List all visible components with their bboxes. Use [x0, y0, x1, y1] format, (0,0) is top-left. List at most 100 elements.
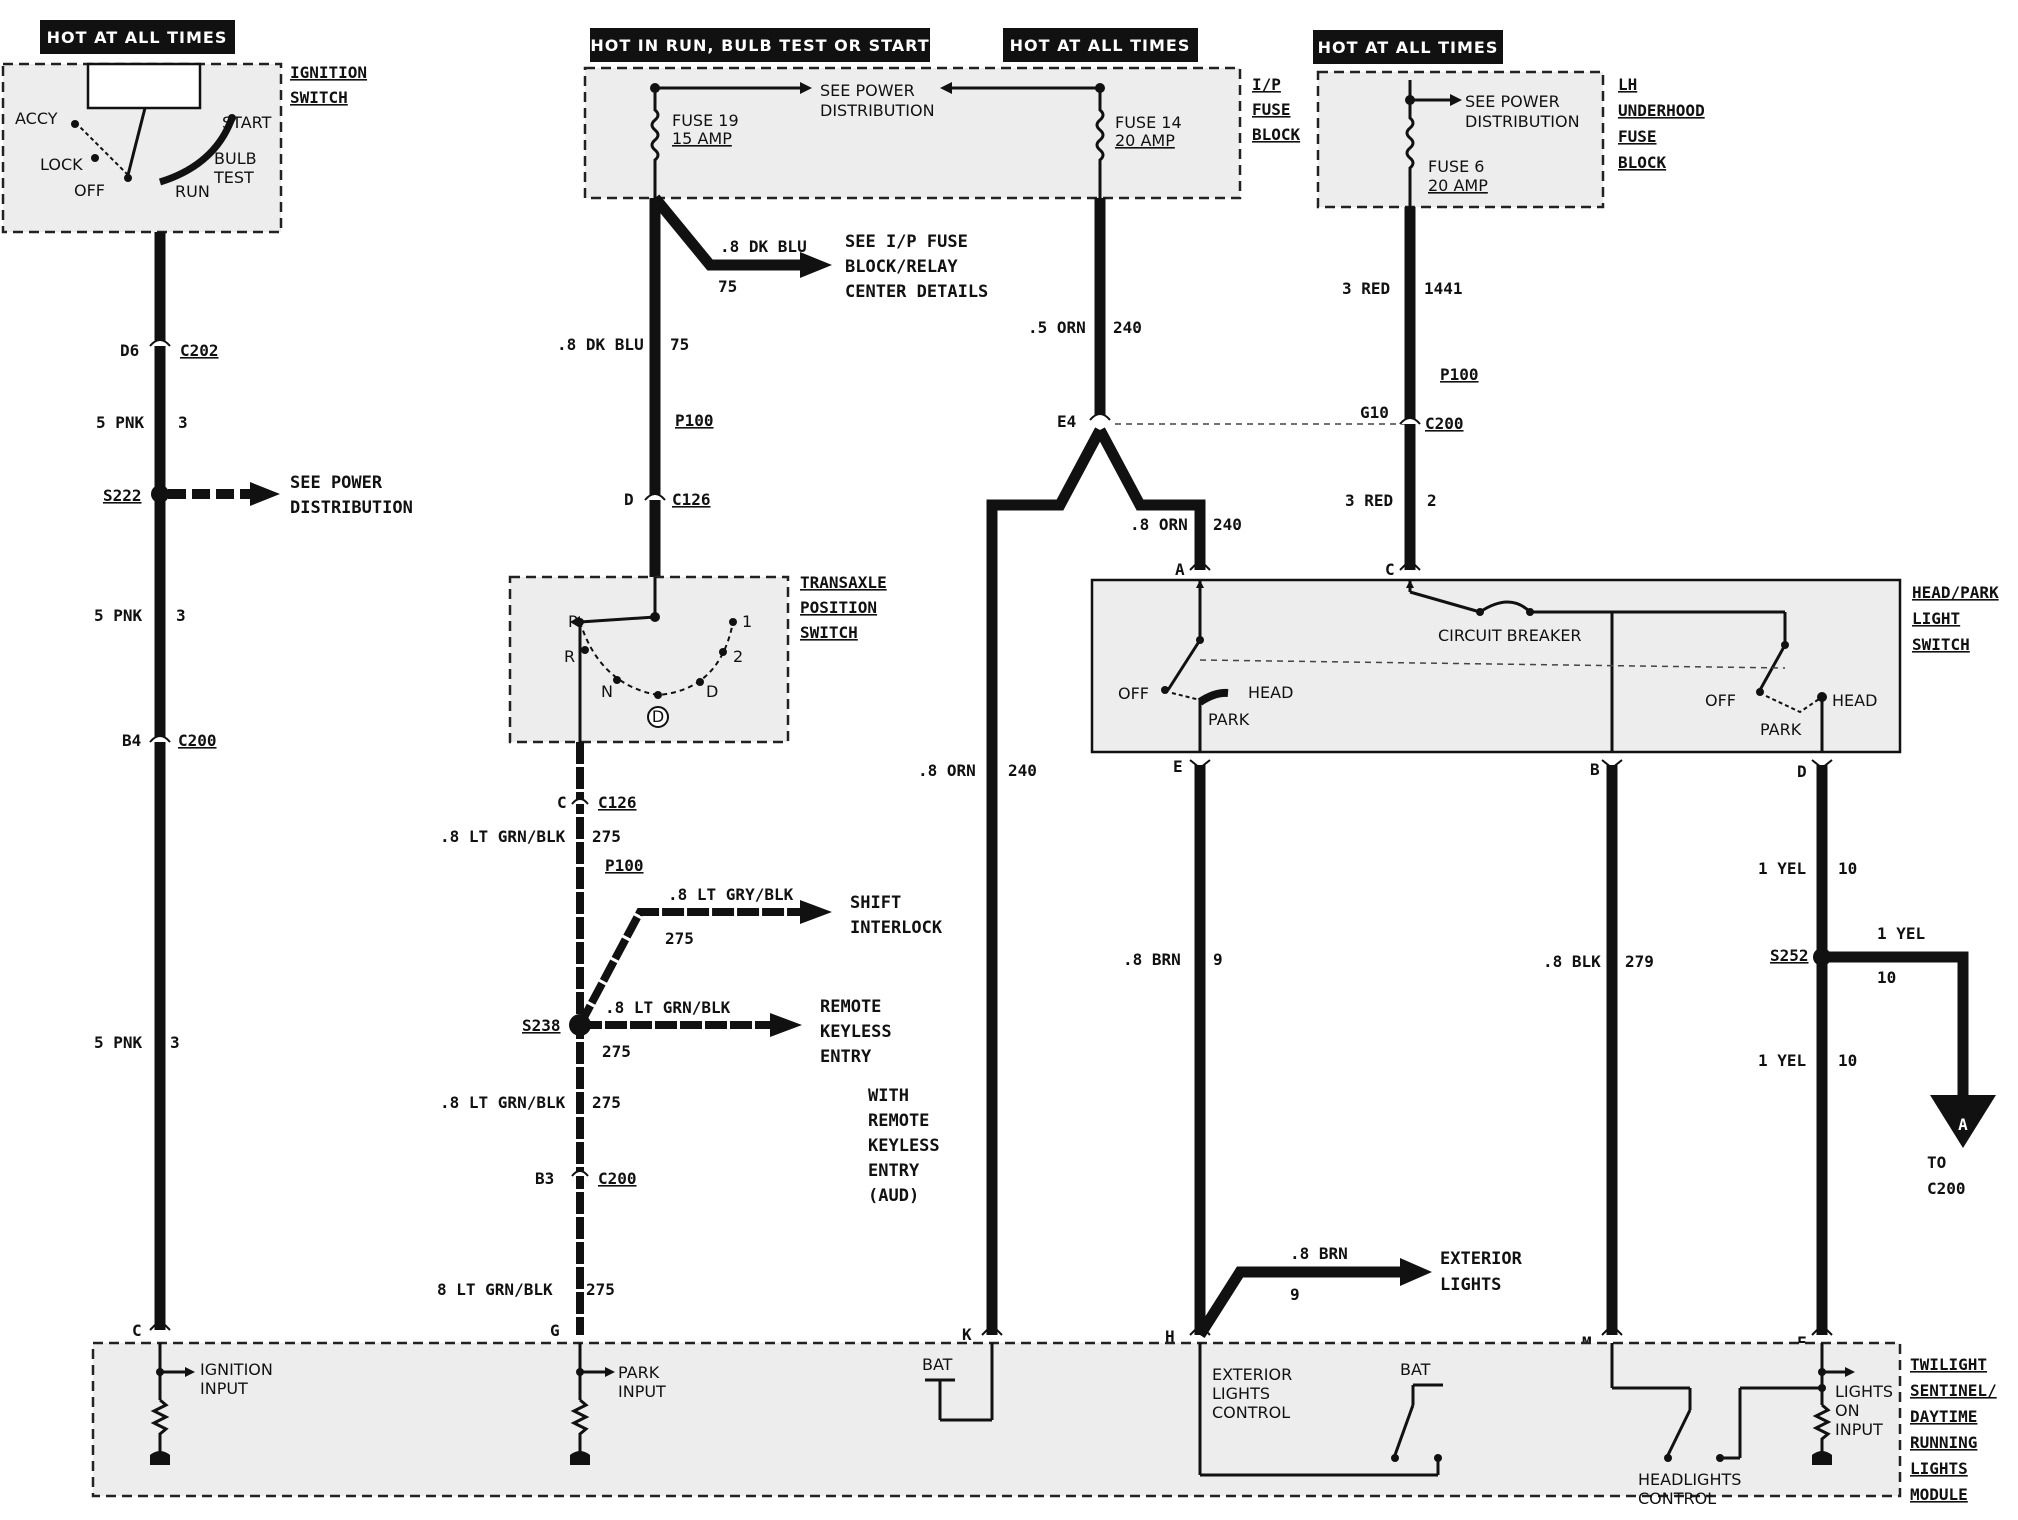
- ignition-input-label: INPUT: [200, 1379, 248, 1398]
- fuse19-label: FUSE 19: [672, 111, 739, 130]
- red-wire: [1399, 207, 1421, 571]
- head-label: HEAD: [1832, 691, 1877, 710]
- red-label: 3 RED: [1342, 279, 1390, 298]
- circuit-label: 75: [718, 277, 737, 296]
- lt-gry-label: .8 LT GRY/BLK: [668, 885, 794, 904]
- lt-grn-label: .8 LT GRN/BLK: [605, 998, 731, 1017]
- exterior-label: LIGHTS: [1440, 1275, 1501, 1295]
- r-label: R: [564, 647, 575, 666]
- banner-hot-at-all-times-2: HOT AT ALL TIMES: [1003, 28, 1198, 62]
- pin-b-label: B: [1590, 760, 1600, 779]
- g10-label: G10: [1360, 403, 1389, 422]
- yel-label: 1 YEL: [1877, 924, 1925, 943]
- with-label: ENTRY: [868, 1161, 920, 1181]
- circuit-label: 10: [1838, 859, 1857, 878]
- connector-arrow-a: [1930, 1095, 1996, 1148]
- circuit-label: 75: [670, 335, 689, 354]
- dk-blu-label: .8 DK BLU: [720, 237, 807, 256]
- twilight-sentinel-module: IGNITION INPUT PARK INPUT BAT BAT EXTERI…: [91, 1341, 1902, 1508]
- ignition-switch-title: IGNITION: [290, 63, 367, 82]
- lt-grn-label: .8 LT GRN/BLK: [440, 1093, 566, 1112]
- circuit-label: 10: [1877, 968, 1896, 987]
- blk-label: .8 BLK: [1543, 952, 1601, 971]
- b3-label: B3: [535, 1169, 554, 1188]
- yel-label: 1 YEL: [1758, 859, 1806, 878]
- circuit-label: 240: [1213, 515, 1242, 534]
- park-input-label: INPUT: [618, 1382, 666, 1401]
- ip-fuse-title: FUSE: [1252, 100, 1291, 119]
- e4-label: E4: [1057, 412, 1076, 431]
- brown-wire: [1189, 759, 1432, 1338]
- banner-text: HOT IN RUN, BULB TEST OR START: [590, 36, 929, 55]
- lock-label: LOCK: [40, 155, 83, 174]
- one-label: 1: [742, 612, 752, 631]
- orn-label: .8 ORN: [1130, 515, 1188, 534]
- bat-label: BAT: [922, 1355, 953, 1374]
- s222-splice: [151, 485, 169, 503]
- transaxle-title: SWITCH: [800, 623, 858, 642]
- lh-fuse-title: FUSE: [1618, 127, 1657, 146]
- ip-fuse-block: SEE POWER DISTRIBUTION FUSE 19 15 AMP FU…: [583, 66, 1242, 200]
- p-label: P: [568, 612, 578, 631]
- ground-icon: [150, 1451, 170, 1465]
- yel-label: 1 YEL: [1758, 1051, 1806, 1070]
- blue-wire: [644, 194, 832, 617]
- fuse19-amp: 15 AMP: [672, 129, 732, 148]
- orn-label: .5 ORN: [1028, 318, 1086, 337]
- pnk-label: 5 PNK: [94, 606, 143, 625]
- lights-on-label: LIGHTS: [1835, 1382, 1893, 1401]
- with-label: REMOTE: [868, 1111, 929, 1131]
- circuit-label: 275: [592, 1093, 621, 1112]
- circuit-label: 2: [1427, 491, 1437, 510]
- run-label: RUN: [175, 182, 210, 201]
- see-ip-label: BLOCK/RELAY: [845, 257, 958, 277]
- head-label: HEAD: [1248, 683, 1293, 702]
- with-label: (AUD): [868, 1186, 919, 1206]
- red-label: 3 RED: [1345, 491, 1393, 510]
- circuit-label: 275: [586, 1280, 615, 1299]
- fuse6-amp: 20 AMP: [1428, 176, 1488, 195]
- lh-fuse-title: LH: [1618, 75, 1637, 94]
- see-power-label: SEE POWER: [290, 473, 383, 493]
- ignition-switch-title: SWITCH: [290, 88, 348, 107]
- pin-d-label: D: [624, 490, 634, 509]
- bat-label: BAT: [1400, 1360, 1431, 1379]
- remote-label: KEYLESS: [820, 1022, 892, 1042]
- module-title: MODULE: [1910, 1485, 1968, 1504]
- circuit-label: 275: [665, 929, 694, 948]
- c200-label: C200: [178, 731, 217, 750]
- lights-on-label: ON: [1835, 1401, 1860, 1420]
- start-label: START: [222, 113, 272, 132]
- banner-hot-at-all-times-1: HOT AT ALL TIMES: [40, 20, 235, 54]
- head-park-title: LIGHT: [1912, 609, 1960, 628]
- dk-blu-label: .8 DK BLU: [557, 335, 644, 354]
- banner-hot-in-run: HOT IN RUN, BULB TEST OR START: [590, 28, 930, 62]
- banner-text: HOT AT ALL TIMES: [1010, 36, 1191, 55]
- pnk-label: 5 PNK: [94, 1033, 143, 1052]
- head-park-title: HEAD/PARK: [1912, 583, 1999, 602]
- lh-fuse-title: UNDERHOOD: [1618, 101, 1705, 120]
- two-label: 2: [733, 647, 743, 666]
- exterior-control-label: LIGHTS: [1212, 1384, 1270, 1403]
- fuse14-amp: 20 AMP: [1115, 131, 1175, 150]
- circuit-label: 275: [592, 827, 621, 846]
- circuit-label: 275: [602, 1042, 631, 1061]
- module-title: SENTINEL/: [1910, 1381, 1997, 1400]
- transaxle-title: TRANSAXLE: [800, 573, 887, 592]
- pnk-label: 5 PNK: [96, 413, 145, 432]
- c126-label: C126: [672, 490, 711, 509]
- module-title: LIGHTS: [1910, 1459, 1968, 1478]
- transaxle-title: POSITION: [800, 598, 877, 617]
- b4-label: B4: [122, 731, 141, 750]
- module-title: TWILIGHT: [1910, 1355, 1987, 1374]
- off-label: OFF: [1705, 691, 1736, 710]
- ground-icon: [1812, 1451, 1832, 1465]
- c126-label: C126: [598, 793, 637, 812]
- left-pink-wire: [149, 232, 280, 1331]
- shift-label: INTERLOCK: [850, 918, 943, 938]
- bulb-label: BULB: [214, 149, 257, 168]
- pin-a-label: A: [1175, 560, 1185, 579]
- see-ip-label: CENTER DETAILS: [845, 282, 988, 302]
- distribution-label: DISTRIBUTION: [1465, 112, 1580, 131]
